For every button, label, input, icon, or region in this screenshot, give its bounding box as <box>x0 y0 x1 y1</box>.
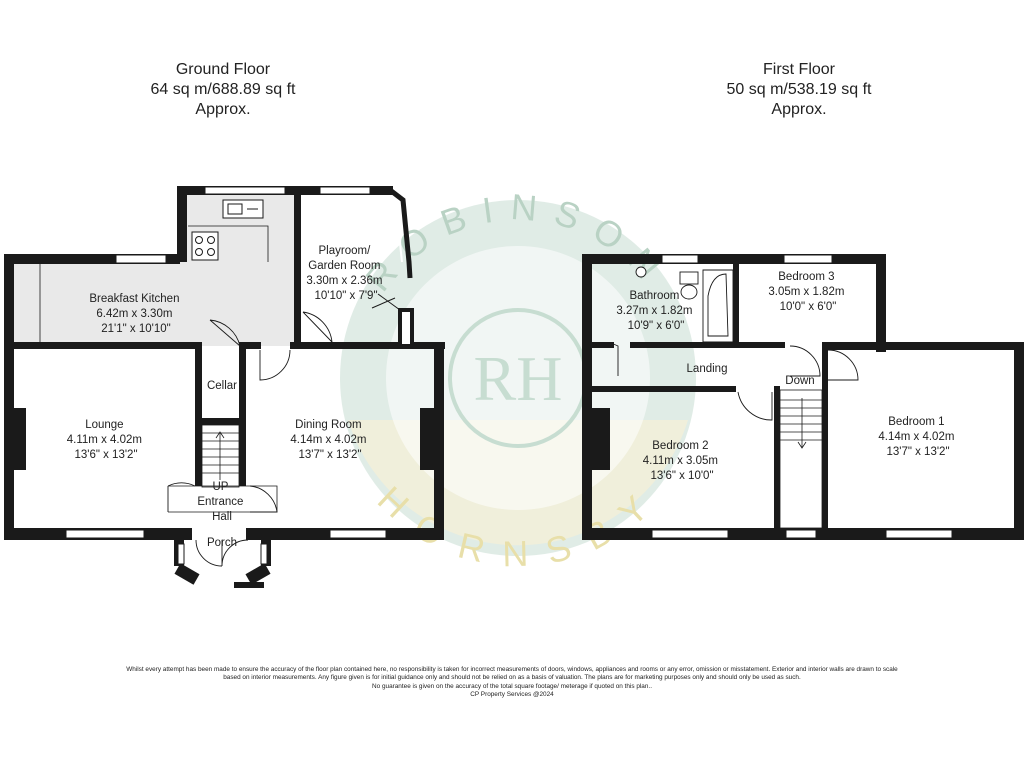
ground-stairs <box>201 424 240 488</box>
room-label-bedroom2: Bedroom 2 4.11m x 3.05m 13'6" x 10'0" <box>643 440 721 482</box>
ground-floor-heading: Ground Floor 64 sq m/688.89 sq ft Approx… <box>113 60 333 120</box>
bedroom1-imperial: 13'7" x 13'2" <box>886 446 949 458</box>
room-label-entrance: UP Entrance Hall <box>197 481 246 523</box>
kitchen-worktop <box>39 225 269 342</box>
bathroom-name: Bathroom <box>629 290 679 302</box>
ground-floor-area: 64 sq m/688.89 sq ft <box>150 81 296 98</box>
bedroom1-metric: 4.14m x 4.02m <box>878 431 954 443</box>
first-windows <box>651 254 953 539</box>
bedroom3-name: Bedroom 3 <box>778 271 834 283</box>
room-label-porch: Porch <box>207 537 237 549</box>
bedroom2-imperial: 13'6" x 10'0" <box>650 470 713 482</box>
entrance-name-2: Hall <box>212 511 232 523</box>
bedroom3-metric: 3.05m x 1.82m <box>768 286 844 298</box>
first-floor-approx: Approx. <box>771 101 827 118</box>
entrance-name-1: Entrance <box>197 496 243 508</box>
bedroom1-name: Bedroom 1 <box>888 416 944 428</box>
first-door-swings <box>591 342 859 421</box>
room-label-dining: Dining Room 4.14m x 4.02m 13'7" x 13'2" <box>290 419 369 461</box>
bedroom3-imperial: 10'0" x 6'0" <box>780 301 837 313</box>
disclaimer: Whilst every attempt has been made to en… <box>0 666 1024 700</box>
lounge-metric: 4.11m x 4.02m <box>67 434 142 446</box>
playroom-name-1: Playroom/ <box>319 245 372 257</box>
watermark-logo: RH ROBINSON HORNSBY <box>340 186 696 574</box>
porch-step <box>234 582 264 588</box>
disclaimer-line-1: Whilst every attempt has been made to en… <box>126 666 898 673</box>
kitchen-name: Breakfast Kitchen <box>89 293 179 305</box>
disclaimer-line-3: No guarantee is given on the accuracy of… <box>372 682 652 690</box>
room-label-landing: Landing <box>687 363 728 375</box>
ground-floor-title: Ground Floor <box>175 61 271 78</box>
watermark-monogram: RH <box>474 343 563 414</box>
room-label-playroom: Playroom/ Garden Room 3.30m x 2.36m 10'1… <box>306 245 385 302</box>
first-floor-heading: First Floor 50 sq m/538.19 sq ft Approx. <box>689 60 909 120</box>
room-label-bedroom1: Bedroom 1 4.14m x 4.02m 13'7" x 13'2" <box>878 416 957 458</box>
kitchen-metric: 6.42m x 3.30m <box>96 308 172 320</box>
playroom-imperial: 10'10" x 7'9" <box>314 290 377 302</box>
ground-windows <box>65 186 387 565</box>
playroom-bay <box>371 188 414 348</box>
room-label-kitchen: Breakfast Kitchen 6.42m x 3.30m 21'1" x … <box>89 293 182 335</box>
bathroom-imperial: 10'9" x 6'0" <box>628 320 685 332</box>
playroom-name-2: Garden Room <box>308 260 380 272</box>
first-floor-area: 50 sq m/538.19 sq ft <box>726 81 872 98</box>
disclaimer-line-2: based on interior measurements. Any figu… <box>223 674 801 682</box>
bathroom-metric: 3.27m x 1.82m <box>616 305 692 317</box>
room-label-bedroom3: Bedroom 3 3.05m x 1.82m 10'0" x 6'0" <box>768 271 847 313</box>
first-stairs <box>779 389 823 529</box>
room-label-down: Down <box>785 375 814 387</box>
room-label-bathroom: Bathroom 3.27m x 1.82m 10'9" x 6'0" <box>616 290 695 332</box>
entrance-up: UP <box>213 481 229 493</box>
dining-imperial: 13'7" x 13'2" <box>298 449 361 461</box>
bedroom2-metric: 4.11m x 3.05m <box>643 455 718 467</box>
kitchen-sink <box>222 199 264 219</box>
kitchen-imperial: 21'1" x 10'10" <box>101 323 170 335</box>
room-label-lounge: Lounge 4.11m x 4.02m 13'6" x 13'2" <box>67 419 145 461</box>
bathroom-fixtures <box>635 266 734 343</box>
bedroom2-name: Bedroom 2 <box>652 440 708 452</box>
playroom-metric: 3.30m x 2.36m <box>306 275 382 287</box>
ground-floor-approx: Approx. <box>195 101 251 118</box>
first-floor-plan: Bathroom 3.27m x 1.82m 10'9" x 6'0" Bedr… <box>582 254 1024 540</box>
kitchen-hob <box>191 231 219 261</box>
lounge-imperial: 13'6" x 13'2" <box>74 449 137 461</box>
first-floor-title: First Floor <box>763 61 835 78</box>
dining-metric: 4.14m x 4.02m <box>290 434 366 446</box>
dining-name: Dining Room <box>295 419 361 431</box>
kitchen-floor <box>14 260 294 346</box>
room-label-cellar: Cellar <box>207 380 237 392</box>
disclaimer-copyright: CP Property Services @2024 <box>470 691 554 699</box>
ground-floor-plan: Breakfast Kitchen 6.42m x 3.30m 21'1" x … <box>4 186 445 588</box>
lounge-name: Lounge <box>85 419 123 431</box>
